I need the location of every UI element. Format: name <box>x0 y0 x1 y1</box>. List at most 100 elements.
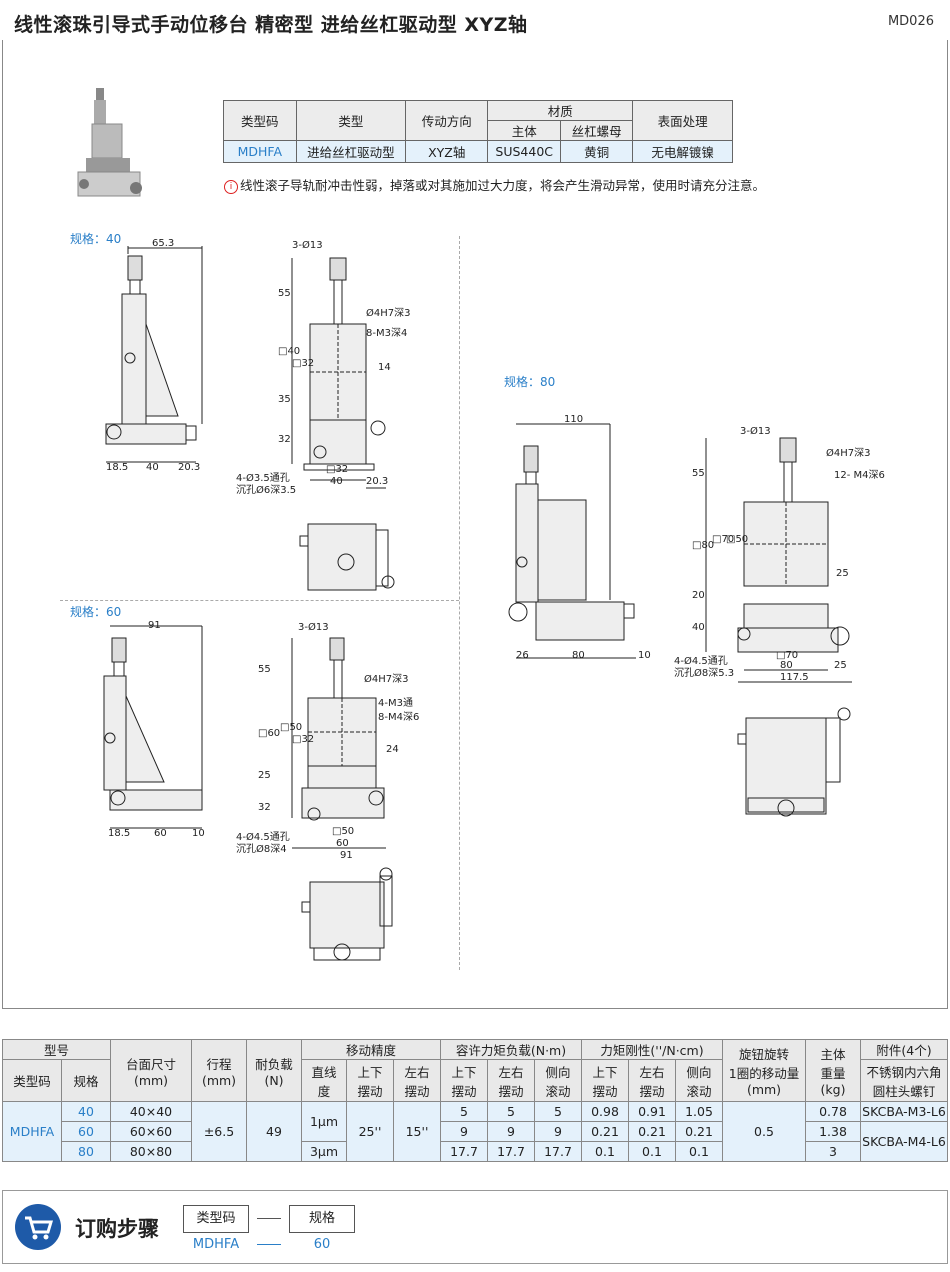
dim-text: 20.3 <box>366 476 388 487</box>
divider-horizontal <box>60 600 459 601</box>
dim-text: □32 <box>292 358 314 369</box>
dim-text: 20 <box>692 590 705 601</box>
drawing-spec60: 91 18.5 60 10 3-Ø13 55 □60 □50 □32 25 32… <box>103 620 419 961</box>
dim-text: 26 <box>516 650 529 661</box>
cell-rigidity: 0.21 <box>581 1121 629 1142</box>
cell-rigidity: 0.1 <box>581 1141 629 1162</box>
main-frame <box>2 40 948 1009</box>
th-material: 材质 <box>487 100 634 121</box>
th-load: 耐负载 (N) <box>246 1039 302 1102</box>
cell-rigidity: 0.91 <box>628 1101 676 1122</box>
th-spec: 规格 <box>61 1059 111 1102</box>
dim-text: 18.5 <box>108 828 130 839</box>
dim-text: 3-Ø13 <box>740 425 771 437</box>
dim-text: 80 <box>572 650 585 661</box>
dim-text: 55 <box>278 288 291 299</box>
page-header: 线性滚珠引导式手动位移台 精密型 进给丝杠驱动型 XYZ轴 MD026 <box>0 0 950 40</box>
dim-text: 25 <box>836 568 849 579</box>
cell-knob: 0.5 <box>722 1101 806 1162</box>
product-photo <box>77 88 142 197</box>
dim-text: 32 <box>258 802 271 813</box>
th-r-roll: 侧向 滚动 <box>675 1059 723 1102</box>
dim-text: 沉孔Ø8深5.3 <box>674 666 734 679</box>
catalog-code: MD026 <box>887 14 934 29</box>
spec40-label: 规格：40 <box>70 232 122 246</box>
cell-type-code: MDHFA <box>223 140 297 163</box>
dim-text: □32 <box>292 734 314 745</box>
dim-text: 4-M3通 <box>378 697 413 709</box>
th-table-size: 台面尺寸 (mm) <box>110 1039 192 1102</box>
order-box-type-code: 类型码 <box>183 1205 249 1233</box>
dim-text: 3-Ø13 <box>298 621 329 633</box>
dim-text: 40 <box>146 462 159 473</box>
th-moment: 容许力矩负载(N·m) <box>440 1039 582 1060</box>
dim-text: 25 <box>834 660 847 671</box>
spec60-label: 规格：60 <box>70 605 122 619</box>
cell-body: SUS440C <box>487 140 562 163</box>
dim-text: 3-Ø13 <box>292 239 323 251</box>
cell-moment: 5 <box>487 1101 535 1122</box>
th-r-yaw: 左右 摆动 <box>628 1059 676 1102</box>
info-icon: i <box>224 180 238 194</box>
cell-yaw: 15'' <box>393 1101 441 1162</box>
dim-text: 60 <box>154 828 167 839</box>
th-yaw: 左右 摆动 <box>393 1059 441 1102</box>
dim-text: 40 <box>692 622 705 633</box>
th-accessory-sub: 不锈钢内六角 圆柱头螺钉 <box>860 1059 948 1102</box>
page-title: 线性滚珠引导式手动位移台 精密型 进给丝杠驱动型 XYZ轴 <box>14 14 528 36</box>
dim-text: 8-M3深4 <box>366 327 407 339</box>
dim-text: 60 <box>336 838 349 849</box>
cell-spec: 80 <box>61 1141 111 1162</box>
dim-text: 65.3 <box>152 238 174 249</box>
order-connector <box>257 1218 281 1219</box>
cell-rigidity: 0.21 <box>628 1121 676 1142</box>
cell-weight: 3 <box>805 1141 861 1162</box>
th-surface: 表面处理 <box>632 100 733 141</box>
dim-text: 4-Ø4.5通孔 <box>674 655 728 667</box>
dim-text: □50 <box>726 534 748 545</box>
order-value-spec: 60 <box>313 1237 331 1252</box>
cell-pitch: 25'' <box>346 1101 394 1162</box>
dim-text: 40 <box>330 476 343 487</box>
th-direction: 传动方向 <box>405 100 489 141</box>
cell-straight: 1μm <box>301 1101 347 1142</box>
th-accessory: 附件(4个) <box>860 1039 948 1060</box>
dim-text: 12- M4深6 <box>834 469 885 481</box>
th-rigidity: 力矩刚性(''/N·cm) <box>581 1039 723 1060</box>
order-steps: 订购步骤 类型码 规格 MDHFA 60 <box>2 1190 948 1264</box>
drawing-spec80: 110 26 80 10 3-Ø13 55 □80 □70 □50 20 40 … <box>508 414 885 817</box>
dim-text: □70 <box>712 534 734 545</box>
th-accuracy: 移动精度 <box>301 1039 441 1060</box>
order-value-type-code: MDHFA <box>192 1237 240 1252</box>
dim-text: Ø4H7深3 <box>366 307 410 319</box>
cell-moment: 5 <box>534 1101 582 1122</box>
dim-text: Ø4H7深3 <box>826 447 870 459</box>
cell-rigidity: 0.98 <box>581 1101 629 1122</box>
cell-direction: XYZ轴 <box>405 140 489 163</box>
order-title: 订购步骤 <box>75 1217 159 1241</box>
th-type-code: 类型码 <box>2 1059 62 1102</box>
th-stroke: 行程 (mm) <box>191 1039 247 1102</box>
cell-load: 49 <box>246 1101 302 1162</box>
dim-text: 80 <box>780 660 793 671</box>
cell-accessory: SKCBA-M4-L6 <box>860 1121 948 1162</box>
divider-vertical <box>459 236 460 970</box>
cell-size: 60×60 <box>110 1121 192 1142</box>
dim-text: 32 <box>278 434 291 445</box>
dim-text: 沉孔Ø6深3.5 <box>236 483 296 496</box>
cell-straight: 3μm <box>301 1141 347 1162</box>
spec-detail-table: 型号 台面尺寸 (mm) 行程 (mm) 耐负载 (N) 移动精度 容许力矩负载… <box>2 1039 948 1162</box>
cell-moment: 9 <box>487 1121 535 1142</box>
cell-rigidity: 0.1 <box>675 1141 723 1162</box>
cell-moment: 5 <box>440 1101 488 1122</box>
dim-text: 20.3 <box>178 462 200 473</box>
dim-text: 55 <box>692 468 705 479</box>
dim-text: 4-Ø3.5通孔 <box>236 472 290 484</box>
dim-text: □70 <box>776 650 798 661</box>
dim-text: □80 <box>692 540 714 551</box>
cell-accessory: SKCBA-M3-L6 <box>860 1101 948 1122</box>
cell-surface: 无电解镀镍 <box>632 140 733 163</box>
order-value-connector <box>257 1244 281 1245</box>
dim-text: 110 <box>564 414 583 425</box>
